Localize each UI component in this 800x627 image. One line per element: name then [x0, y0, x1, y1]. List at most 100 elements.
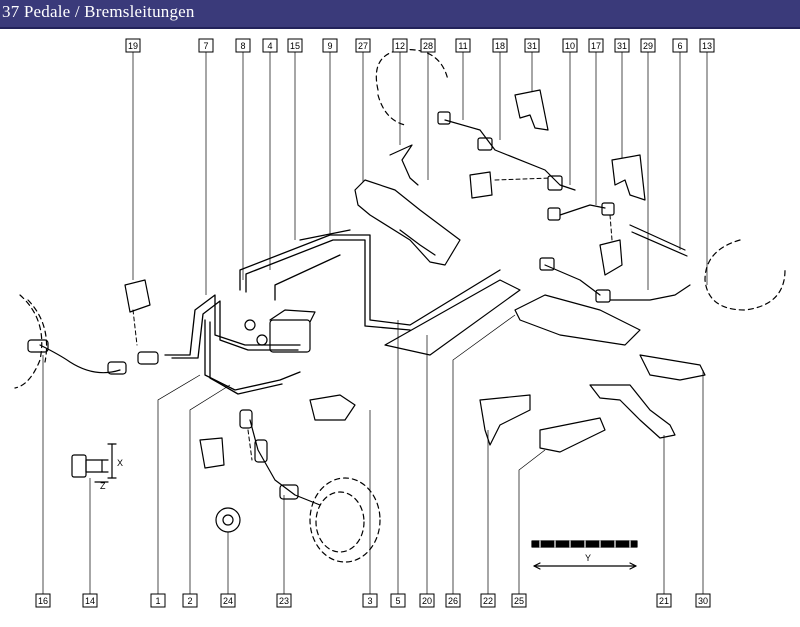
callout-28: 28 [420, 38, 436, 53]
callout-label: 5 [395, 596, 400, 606]
callout-19: 19 [125, 38, 141, 53]
callout-17: 17 [588, 38, 604, 53]
pedal-rod [389, 144, 419, 186]
callout-30: 30 [695, 593, 711, 608]
callout-label: 31 [617, 41, 627, 51]
callout-21: 21 [656, 593, 672, 608]
callout-15: 15 [287, 38, 303, 53]
callout-label: 28 [423, 41, 433, 51]
brake-line-bundle [164, 229, 501, 395]
small-bracket-2 [199, 437, 225, 469]
side-hose [547, 202, 615, 221]
rear-hose [239, 409, 321, 506]
callout-7: 7 [198, 38, 214, 53]
callout-8: 8 [235, 38, 251, 53]
dimension-xz [94, 443, 117, 483]
distributor-block [244, 309, 316, 353]
bracket-25 [539, 417, 606, 453]
callout-label: 16 [38, 596, 48, 606]
callout-label: 21 [659, 596, 669, 606]
callout-label: 23 [279, 596, 289, 606]
dimension-label-x: X [117, 458, 123, 468]
callout-label: 4 [267, 41, 272, 51]
callout-label: 7 [203, 41, 208, 51]
callout-6: 6 [672, 38, 688, 53]
callout-label: 2 [187, 596, 192, 606]
pedal-bracket [354, 179, 461, 266]
callout-label: 14 [85, 596, 95, 606]
clip-22 [479, 394, 531, 446]
callouts-top: 19 7 8 4 15 9 27 12 28 11 18 31 10 17 31 29 6 13 [125, 38, 715, 53]
callout-label: 18 [495, 41, 505, 51]
callout-label: 1 [155, 596, 160, 606]
mount-bracket-19 [124, 279, 151, 313]
callout-label: 19 [128, 41, 138, 51]
callout-label: 26 [448, 596, 458, 606]
callout-31: 31 [524, 38, 540, 53]
callout-label: 31 [527, 41, 537, 51]
callout-label: 25 [514, 596, 524, 606]
callout-11: 11 [455, 38, 471, 53]
callout-18: 18 [492, 38, 508, 53]
bracket-21 [589, 384, 676, 439]
callout-label: 29 [643, 41, 653, 51]
front-left-wheel-outline [14, 294, 48, 389]
callout-3: 3 [362, 593, 378, 608]
callout-label: 6 [677, 41, 682, 51]
clip-right [611, 154, 646, 201]
lower-right-hose [539, 257, 691, 303]
callout-26: 26 [445, 593, 461, 608]
callout-16: 16 [35, 593, 51, 608]
callout-label: 12 [395, 41, 405, 51]
callout-31: 31 [614, 38, 630, 53]
hose-bracket [599, 239, 623, 276]
callout-23: 23 [276, 593, 292, 608]
callout-label: 24 [223, 596, 233, 606]
rear-right-wheel-outline [375, 48, 449, 126]
title-bar: 37 Pedale / Bremsleitungen [0, 0, 800, 29]
callout-label: 17 [591, 41, 601, 51]
dimension-label-y: Y [585, 553, 591, 563]
pipe-segment [629, 224, 686, 251]
callout-14: 14 [82, 593, 98, 608]
bracket-30 [639, 354, 706, 381]
callout-label: 27 [358, 41, 368, 51]
callout-label: 20 [422, 596, 432, 606]
callout-label: 11 [458, 41, 467, 51]
caliper-assembly [309, 394, 356, 421]
callout-10: 10 [562, 38, 578, 53]
callout-13: 13 [699, 38, 715, 53]
callout-label: 15 [290, 41, 300, 51]
callout-label: 22 [483, 596, 493, 606]
callout-label: 8 [240, 41, 245, 51]
upper-hose-assembly [437, 111, 576, 191]
small-bracket [469, 171, 493, 199]
scale-bar [531, 540, 638, 570]
callout-label: 13 [702, 41, 712, 51]
callout-5: 5 [390, 593, 406, 608]
callout-22: 22 [480, 593, 496, 608]
front-left-hose [27, 339, 159, 375]
page-title: 37 Pedale / Bremsleitungen [2, 2, 195, 21]
callout-29: 29 [640, 38, 656, 53]
dimension-label-z: Z [100, 481, 106, 491]
callout-27: 27 [355, 38, 371, 53]
callout-label: 9 [327, 41, 332, 51]
callout-12: 12 [392, 38, 408, 53]
callout-24: 24 [220, 593, 236, 608]
callout-label: 10 [565, 41, 575, 51]
callout-2: 2 [182, 593, 198, 608]
grommet-24 [215, 507, 241, 533]
clip-left [514, 89, 549, 131]
fitting-14 [71, 454, 109, 478]
rear-wheel-outline [309, 477, 381, 563]
front-right-wheel-outline [704, 239, 786, 311]
callout-4: 4 [262, 38, 278, 53]
callout-9: 9 [322, 38, 338, 53]
callout-label: 3 [367, 596, 372, 606]
callout-25: 25 [511, 593, 527, 608]
callout-20: 20 [419, 593, 435, 608]
